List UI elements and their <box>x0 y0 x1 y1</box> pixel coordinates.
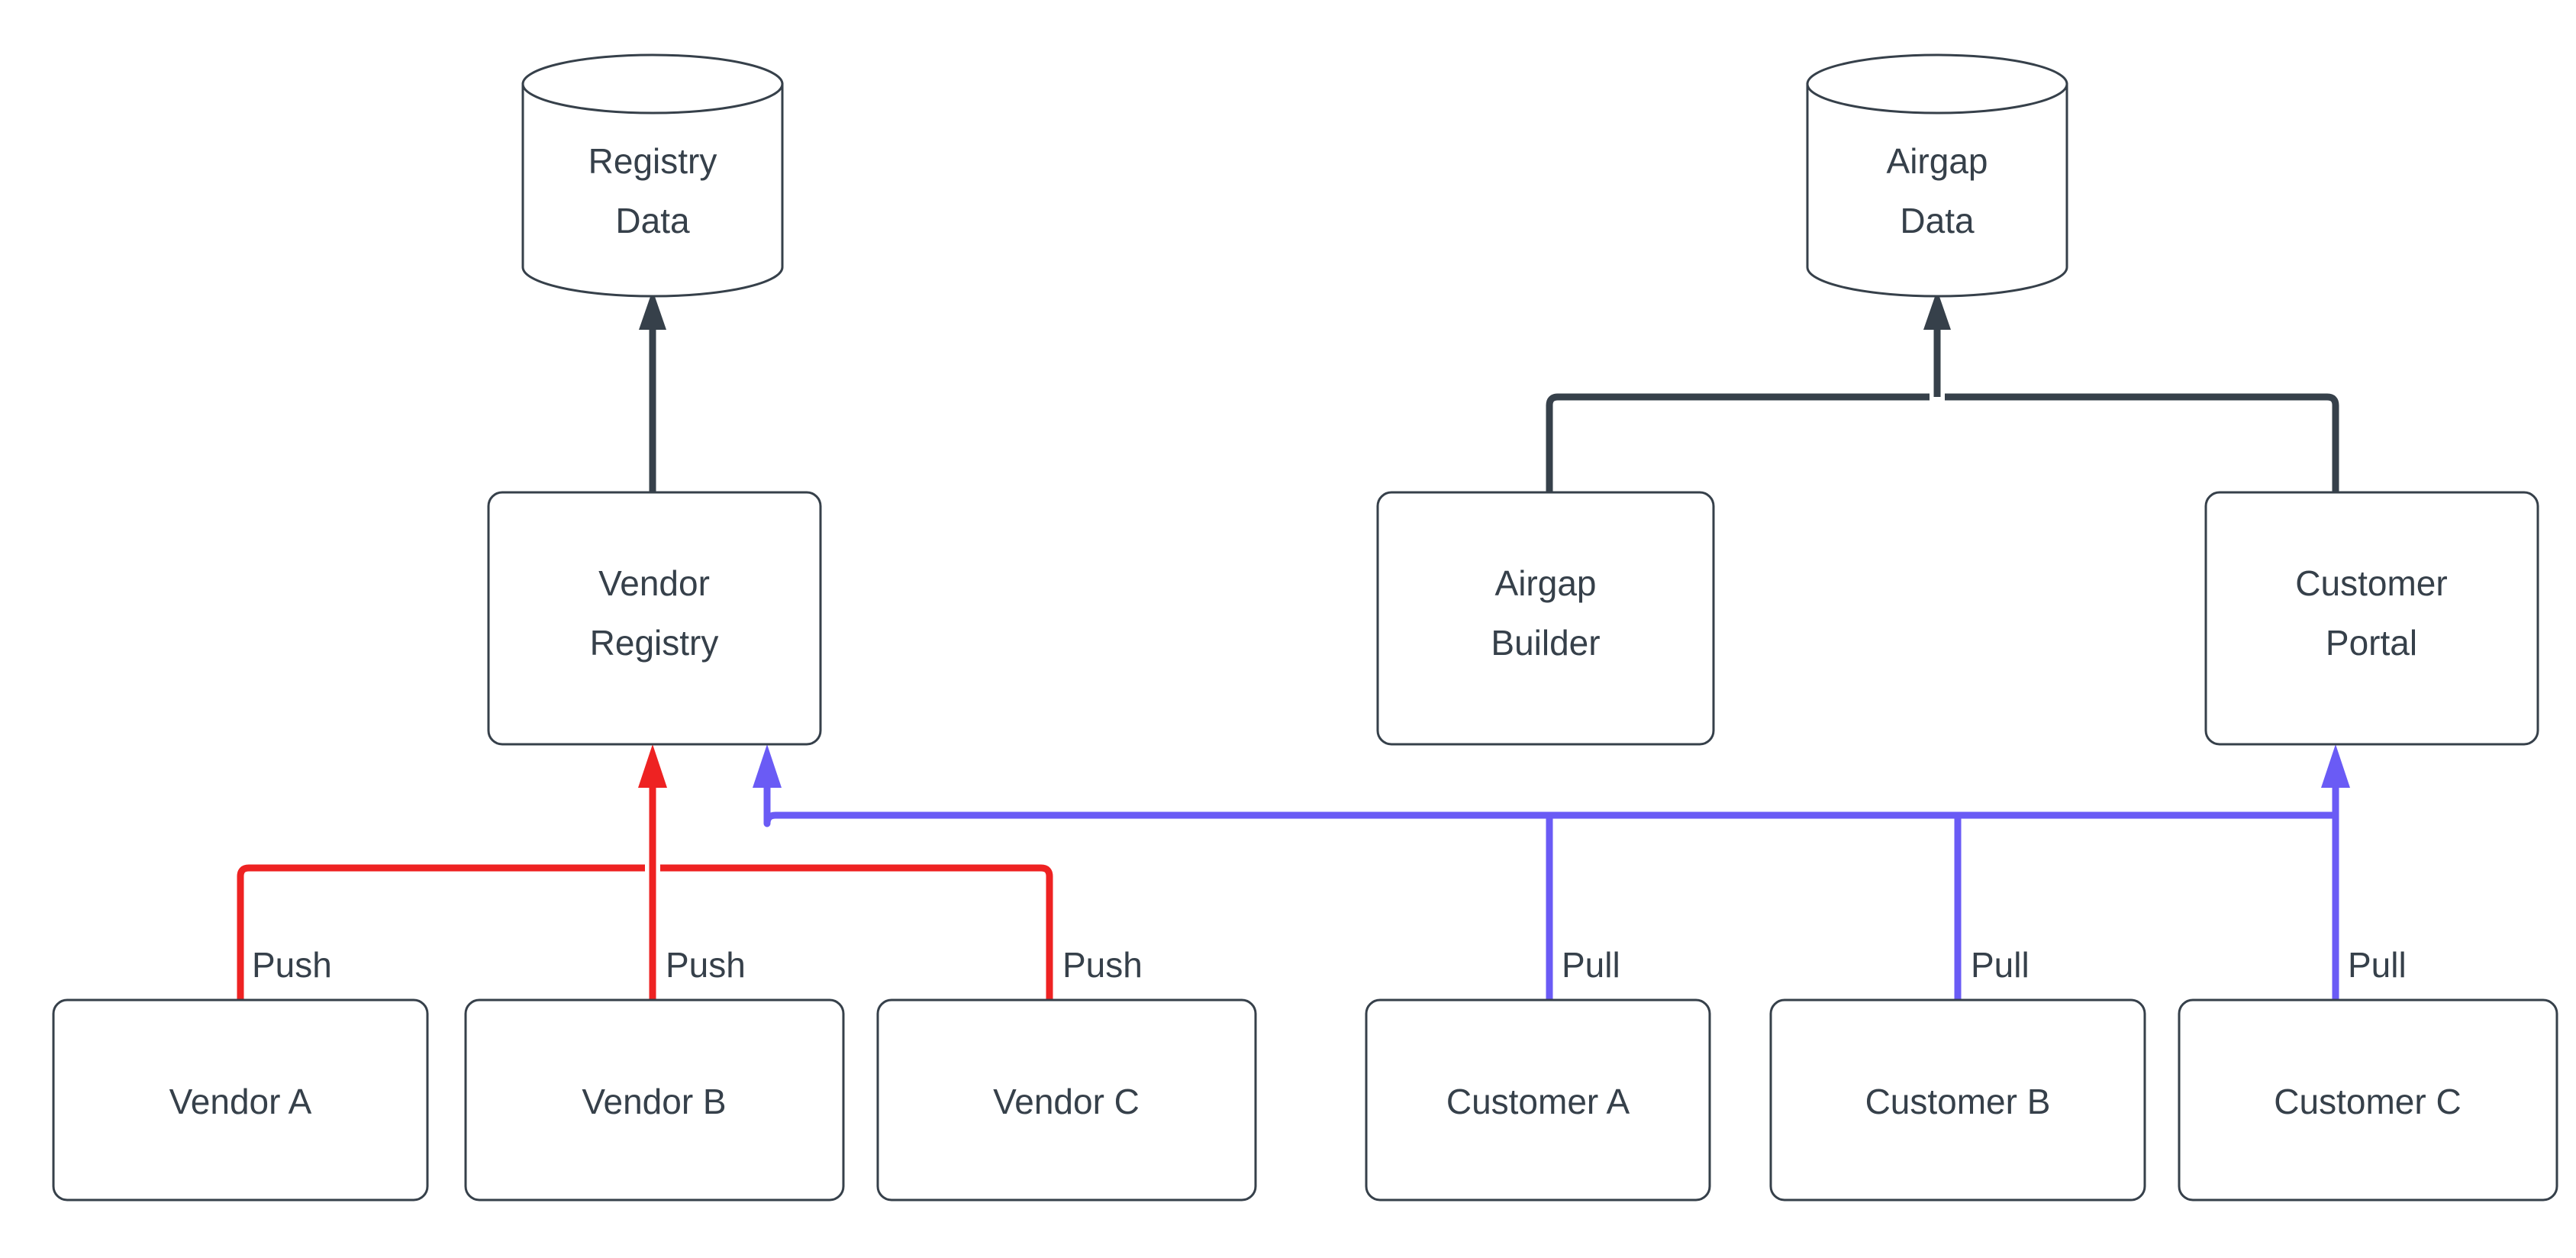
node-vendor-a-label: Vendor A <box>169 1082 312 1121</box>
edge-push-bus-red <box>237 744 1053 1000</box>
node-customer-portal-line1: Customer <box>2295 563 2447 603</box>
edge-customer-portal-to-airgap-data <box>1945 393 2339 492</box>
edge-label-pull-customer-a: Pull <box>1562 945 1620 985</box>
node-customer-portal[interactable]: Customer Portal <box>2204 491 2539 746</box>
node-airgap-builder[interactable]: Airgap Builder <box>1376 491 1715 746</box>
node-customer-a-label: Customer A <box>1446 1082 1630 1121</box>
node-vendor-c-label: Vendor C <box>993 1082 1140 1121</box>
node-customer-portal-line2: Portal <box>2326 623 2417 663</box>
node-customer-a[interactable]: Customer A <box>1365 998 1711 1202</box>
edge-label-pull-customer-c: Pull <box>2348 945 2407 985</box>
edge-airgap-builder-to-airgap-data <box>1546 393 1930 492</box>
node-registry-data[interactable]: Registry Data <box>521 53 784 298</box>
node-customer-c-label: Customer C <box>2274 1082 2461 1121</box>
node-airgap-data[interactable]: Airgap Data <box>1806 53 2068 298</box>
edge-label-push-vendor-a: Push <box>252 945 332 985</box>
node-airgap-builder-line1: Airgap <box>1495 563 1597 603</box>
node-vendor-registry-line1: Vendor <box>598 563 710 603</box>
edge-label-push-vendor-b: Push <box>666 945 746 985</box>
node-airgap-builder-line2: Builder <box>1491 623 1600 663</box>
edge-airgap-data-arrow <box>1923 290 1951 397</box>
node-vendor-c[interactable]: Vendor C <box>876 998 1257 1202</box>
edge-pull-bus-blue <box>753 744 2350 1000</box>
node-airgap-data-line1: Airgap <box>1887 141 1988 181</box>
node-airgap-data-line2: Data <box>1900 201 1975 240</box>
node-vendor-a[interactable]: Vendor A <box>52 998 429 1202</box>
node-registry-data-line1: Registry <box>588 141 717 181</box>
edge-vendor-registry-to-registry-data <box>639 290 666 492</box>
node-vendor-registry[interactable]: Vendor Registry <box>487 491 822 746</box>
edge-label-push-vendor-c: Push <box>1062 945 1143 985</box>
node-vendor-b[interactable]: Vendor B <box>464 998 845 1202</box>
node-customer-c[interactable]: Customer C <box>2178 998 2558 1202</box>
edge-label-pull-customer-b: Pull <box>1971 945 2030 985</box>
node-registry-data-line2: Data <box>615 201 690 240</box>
node-customer-b-label: Customer B <box>1865 1082 2051 1121</box>
node-customer-b[interactable]: Customer B <box>1769 998 2146 1202</box>
node-vendor-registry-line2: Registry <box>590 623 719 663</box>
node-vendor-b-label: Vendor B <box>582 1082 726 1121</box>
